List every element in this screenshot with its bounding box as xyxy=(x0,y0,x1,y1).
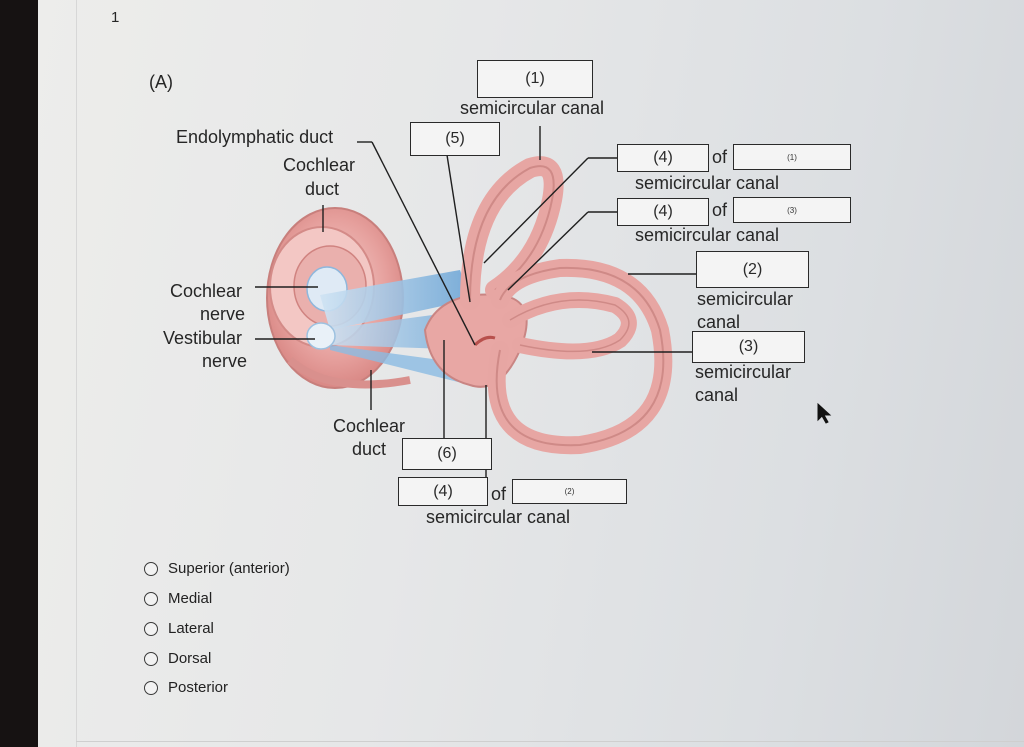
radio-button[interactable] xyxy=(144,651,158,666)
option-label: Lateral xyxy=(168,620,214,637)
label-semicircular-canal-1: semicircular canal xyxy=(635,173,780,193)
label-cochlear-nerve-1: Cochlear xyxy=(170,281,243,301)
lateral-canal xyxy=(502,292,637,360)
option-label: Medial xyxy=(168,590,213,607)
box-4b: (4) xyxy=(617,198,709,226)
label-canal-2: canal xyxy=(697,312,741,332)
option-label: Dorsal xyxy=(168,650,212,667)
option-dorsal[interactable]: Dorsal xyxy=(144,650,211,667)
box-1-small-text: (1) xyxy=(787,152,797,162)
box-4a: (4) xyxy=(617,144,709,172)
label-of-1: of xyxy=(712,147,728,167)
label-semicircular-3: semicircular xyxy=(695,362,792,382)
option-label: Superior (anterior) xyxy=(168,560,290,577)
box-3-small-text: (3) xyxy=(787,205,797,215)
label-of-2: of xyxy=(712,200,728,220)
box-4c: (4) xyxy=(398,477,488,506)
label-cochlear-nerve-2: nerve xyxy=(200,304,246,324)
question-number: 1 xyxy=(111,9,120,26)
label-cochlear-top: Cochlear xyxy=(283,155,356,175)
label-cochlear-bottom: Cochlear xyxy=(333,416,406,436)
label-canal-3: canal xyxy=(695,385,739,405)
box-3: (3) xyxy=(692,331,805,363)
option-posterior[interactable]: Posterior xyxy=(144,679,228,696)
box-1-small: (1) xyxy=(733,144,851,170)
option-lateral[interactable]: Lateral xyxy=(144,620,214,637)
label-semicircular-canal-2: semicircular canal xyxy=(635,225,780,245)
option-superior-anterior[interactable]: Superior (anterior) xyxy=(144,560,290,577)
label-semicircular-2: semicircular xyxy=(697,289,794,309)
box-2-small: (2) xyxy=(512,479,627,504)
radio-button[interactable] xyxy=(144,621,158,636)
box-2: (2) xyxy=(696,251,809,288)
radio-button[interactable] xyxy=(144,680,158,695)
box-3-small: (3) xyxy=(733,197,851,223)
label-endolymphatic-duct: Endolymphatic duct xyxy=(176,127,334,147)
radio-button[interactable] xyxy=(144,561,158,576)
margin-line xyxy=(76,0,77,747)
dark-edge xyxy=(0,0,38,747)
label-semicircular-canal-top: semicircular canal xyxy=(460,98,605,118)
box-2-small-text: (2) xyxy=(564,487,575,496)
label-duct-top: duct xyxy=(305,179,340,199)
label-of-3: of xyxy=(491,484,507,504)
radio-button[interactable] xyxy=(144,591,158,606)
box-1: (1) xyxy=(477,60,593,98)
option-medial[interactable]: Medial xyxy=(144,590,212,607)
box-6: (6) xyxy=(402,438,492,470)
page-background xyxy=(38,0,1024,747)
option-label: Posterior xyxy=(168,679,229,696)
label-vestibular-nerve-1: Vestibular xyxy=(163,328,243,348)
label-semicircular-canal-bottom: semicircular canal xyxy=(426,507,571,527)
leader-lines xyxy=(255,126,697,478)
panel-label: (A) xyxy=(149,72,173,92)
label-vestibular-nerve-2: nerve xyxy=(202,351,248,371)
label-duct-bottom: duct xyxy=(352,439,387,459)
box-5: (5) xyxy=(410,122,500,156)
bottom-line xyxy=(76,741,1024,742)
